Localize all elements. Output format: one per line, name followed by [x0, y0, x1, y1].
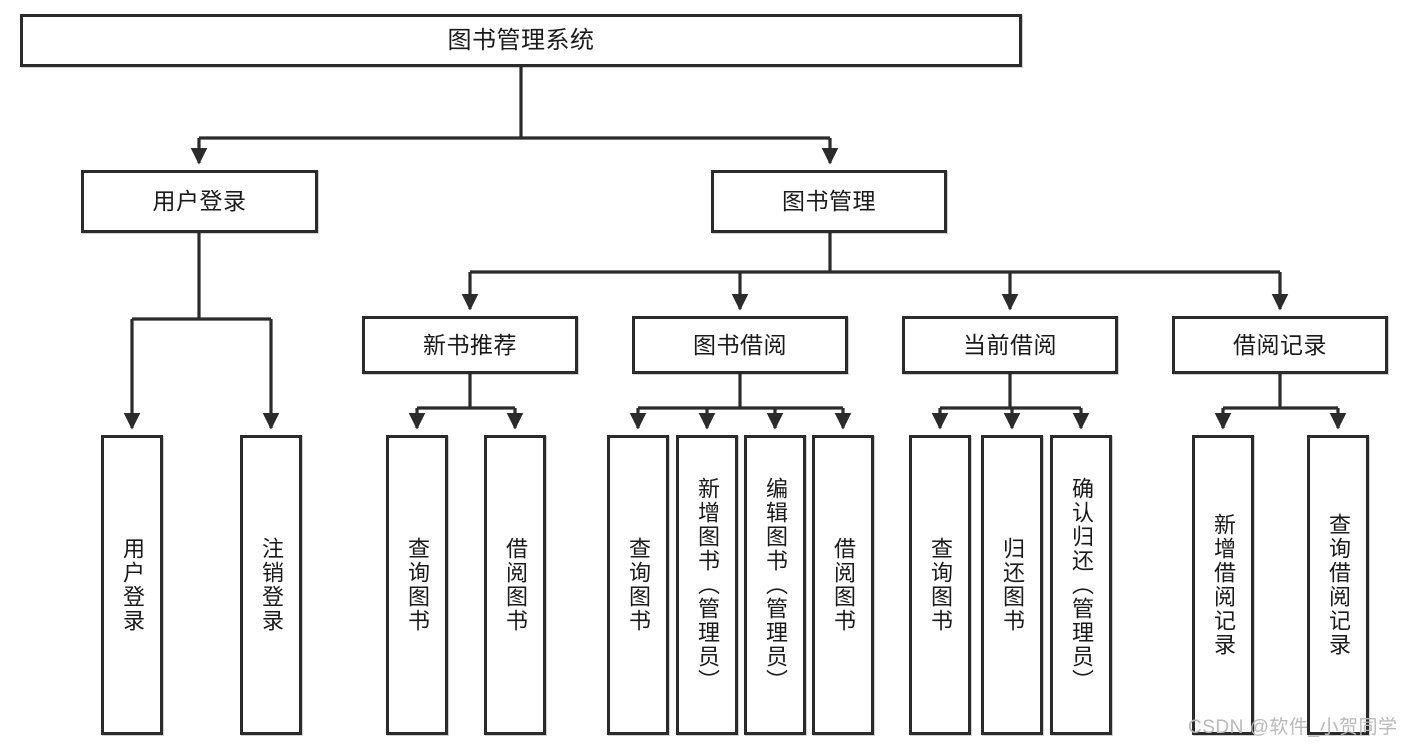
node-root-label: 图书管理系统 — [447, 26, 595, 54]
node-leaf-edit-book-admin[interactable]: 编辑图书（管理员） — [744, 435, 806, 735]
node-borrow-record[interactable]: 借阅记录 — [1172, 316, 1388, 374]
node-leaf-query-book-rec-label: 查询图书 — [405, 537, 430, 633]
node-leaf-user-login-label: 用户登录 — [120, 537, 145, 633]
node-leaf-borrow-book-label: 借阅图书 — [831, 537, 856, 633]
node-leaf-borrow-book[interactable]: 借阅图书 — [812, 435, 874, 735]
node-leaf-query-borrow-record-label: 查询借阅记录 — [1326, 513, 1351, 657]
node-borrow-record-label: 借阅记录 — [1233, 331, 1327, 358]
node-leaf-query-book-current-label: 查询图书 — [928, 537, 953, 633]
node-leaf-query-book-borrow[interactable]: 查询图书 — [607, 435, 669, 735]
node-leaf-return-book[interactable]: 归还图书 — [981, 435, 1043, 735]
node-root[interactable]: 图书管理系统 — [20, 14, 1022, 67]
node-leaf-query-book-rec[interactable]: 查询图书 — [386, 435, 448, 735]
node-leaf-user-logout-label: 注销登录 — [259, 537, 284, 633]
node-book-borrow-label: 图书借阅 — [693, 331, 787, 358]
node-current-borrow-label: 当前借阅 — [963, 331, 1057, 358]
node-book-manage-label: 图书管理 — [782, 188, 876, 215]
node-leaf-add-borrow-record[interactable]: 新增借阅记录 — [1192, 435, 1254, 735]
node-current-borrow[interactable]: 当前借阅 — [902, 316, 1118, 374]
node-leaf-edit-book-admin-label: 编辑图书（管理员） — [763, 477, 788, 693]
node-new-book-recommend-label: 新书推荐 — [423, 331, 517, 358]
node-leaf-confirm-return[interactable]: 确认归还（管理员） — [1050, 435, 1112, 735]
node-book-borrow[interactable]: 图书借阅 — [632, 316, 848, 374]
node-leaf-confirm-return-label: 确认归还（管理员） — [1069, 477, 1094, 693]
node-leaf-return-book-label: 归还图书 — [1000, 537, 1025, 633]
node-leaf-borrow-book-rec-label: 借阅图书 — [503, 537, 528, 633]
node-leaf-query-book-current[interactable]: 查询图书 — [909, 435, 971, 735]
node-leaf-add-book-admin[interactable]: 新增图书（管理员） — [676, 435, 738, 735]
node-user-login-label: 用户登录 — [152, 188, 247, 215]
node-new-book-recommend[interactable]: 新书推荐 — [362, 316, 578, 374]
node-leaf-user-logout[interactable]: 注销登录 — [240, 435, 302, 735]
node-leaf-query-borrow-record[interactable]: 查询借阅记录 — [1307, 435, 1369, 735]
node-book-manage[interactable]: 图书管理 — [711, 170, 947, 233]
node-leaf-user-login[interactable]: 用户登录 — [101, 435, 163, 735]
node-leaf-add-borrow-record-label: 新增借阅记录 — [1211, 513, 1236, 657]
node-leaf-borrow-book-rec[interactable]: 借阅图书 — [484, 435, 546, 735]
node-leaf-add-book-admin-label: 新增图书（管理员） — [695, 477, 720, 693]
node-user-login[interactable]: 用户登录 — [81, 170, 318, 233]
node-leaf-query-book-borrow-label: 查询图书 — [626, 537, 651, 633]
